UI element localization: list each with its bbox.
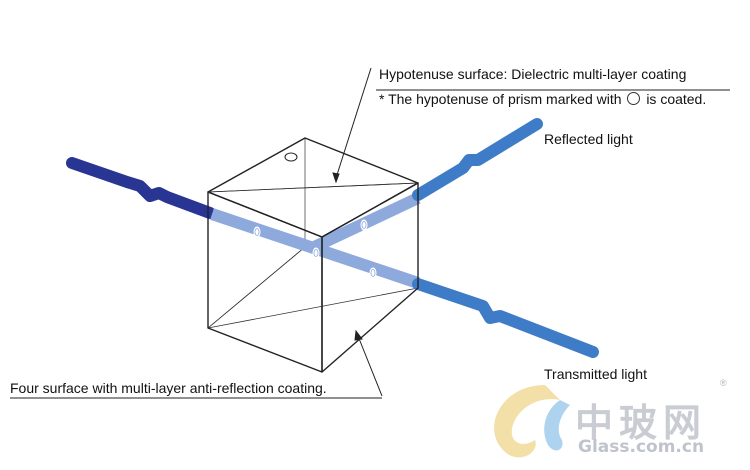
hypotenuse-marker-icon [284,152,298,162]
incoming-beam [66,157,216,219]
hypotenuse-note-prefix: * The hypotenuse of prism marked with [379,91,622,107]
transmitted-beam [412,278,599,358]
coated-marker-icon [627,92,641,105]
watermark-logo-icon [494,385,570,458]
reflected-beam [412,118,543,201]
watermark-domain: Glass.com.cn [578,437,705,457]
transmitted-light-label: Transmitted light [544,366,647,382]
hypotenuse-note: * The hypotenuse of prism marked with is… [379,91,706,108]
leader-lines [10,67,730,399]
four-surface-label: Four surface with multi-layer anti-refle… [10,380,327,396]
hypotenuse-title-label: Hypotenuse surface: Dielectric multi-lay… [379,66,687,82]
reflected-light-label: Reflected light [544,131,633,147]
hypotenuse-note-suffix: is coated. [646,91,707,107]
internal-beams [210,192,421,289]
watermark-registered: ® [720,378,727,388]
watermark-chinese: 中玻网 [575,401,708,445]
